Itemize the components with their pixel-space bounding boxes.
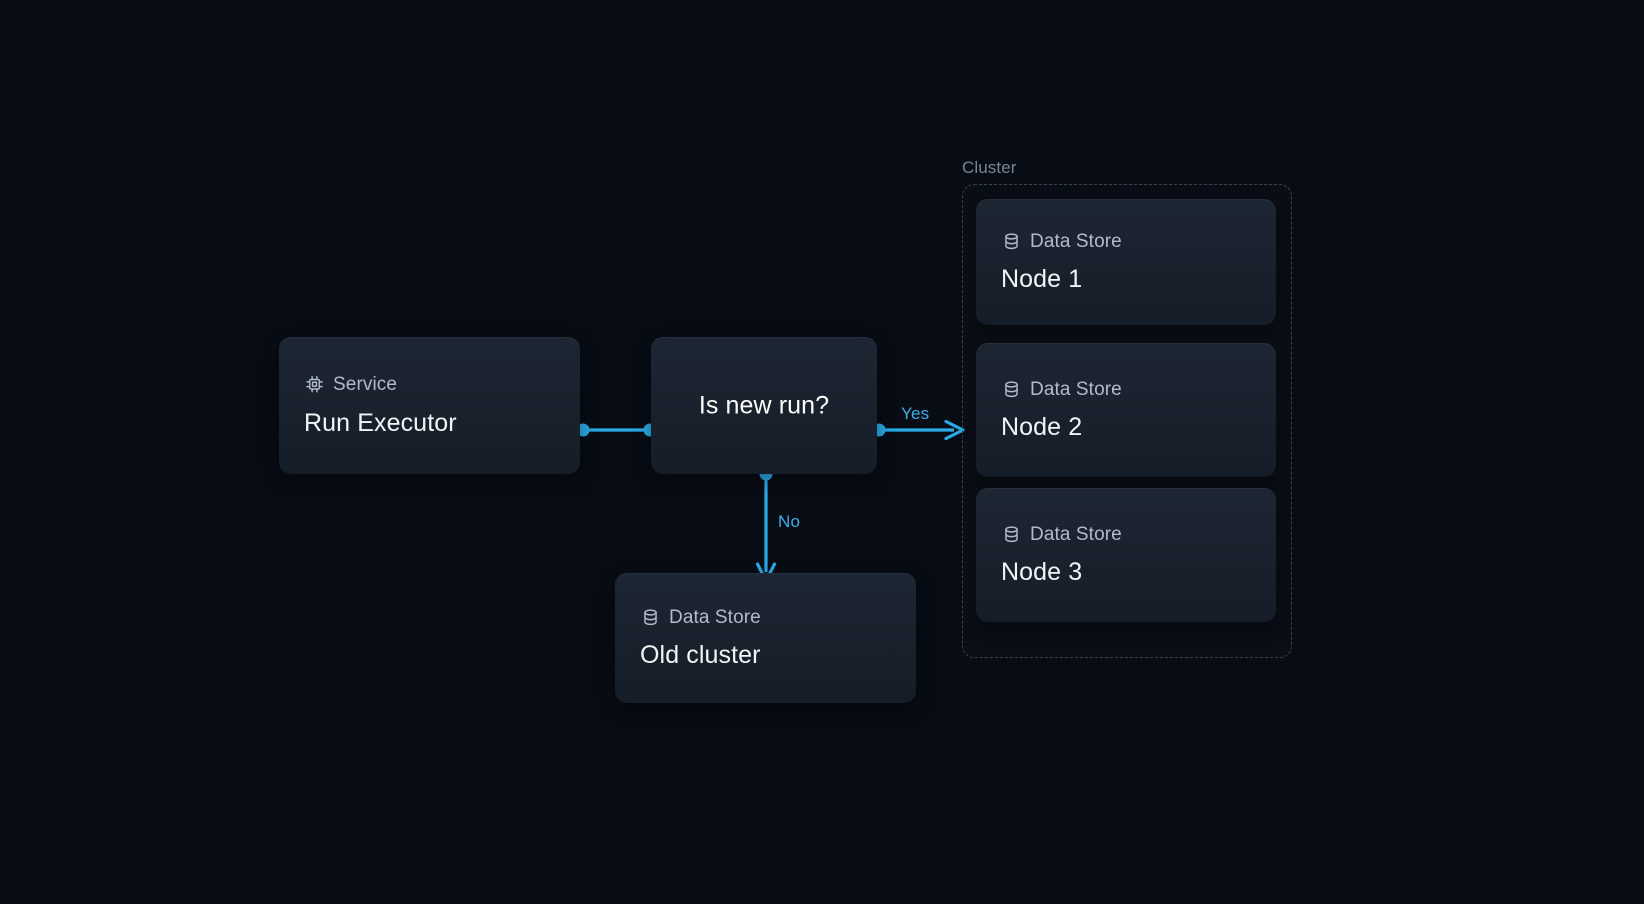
node-run-executor[interactable]: Service Run Executor <box>279 337 580 474</box>
node-type-label: Data Store <box>1030 378 1122 400</box>
node-content: Data Store Node 2 <box>1001 379 1258 442</box>
database-icon <box>640 607 660 627</box>
node-title: Is new run? <box>698 390 830 419</box>
cpu-chip-icon <box>304 374 324 394</box>
node-type-row: Data Store <box>640 607 898 627</box>
node-content: Data Store Node 1 <box>1001 231 1258 294</box>
node-title: Node 3 <box>1001 557 1083 586</box>
edge-decision-no-to-old-cluster <box>755 467 777 583</box>
node-title: Run Executor <box>304 408 457 437</box>
node-node-3[interactable]: Data Store Node 3 <box>976 488 1276 622</box>
node-node-1[interactable]: Data Store Node 1 <box>976 199 1276 325</box>
database-icon <box>1001 379 1021 399</box>
database-icon <box>1001 231 1021 251</box>
node-title: Old cluster <box>640 640 761 669</box>
node-node-2[interactable]: Data Store Node 2 <box>976 343 1276 477</box>
node-type-row: Data Store <box>1001 524 1258 544</box>
edge-label-yes: Yes <box>901 404 930 423</box>
edge-executor-to-decision <box>576 423 657 437</box>
node-type-label: Service <box>333 373 398 395</box>
node-type-row: Data Store <box>1001 231 1258 251</box>
node-content: Service Run Executor <box>304 374 562 437</box>
node-type-row: Data Store <box>1001 379 1258 399</box>
database-icon <box>1001 524 1021 544</box>
node-old-cluster[interactable]: Data Store Old cluster <box>615 573 916 703</box>
node-type-label: Data Store <box>669 606 761 628</box>
node-content: Is new run? <box>651 390 877 420</box>
edge-label-no: No <box>778 512 801 531</box>
node-type-label: Data Store <box>1030 523 1122 545</box>
node-content: Data Store Node 3 <box>1001 524 1258 587</box>
node-is-new-run[interactable]: Is new run? <box>651 337 877 474</box>
edge-decision-yes-to-node2 <box>872 419 965 441</box>
node-content: Data Store Old cluster <box>640 607 898 670</box>
node-type-row: Service <box>304 374 562 394</box>
cluster-group-label: Cluster <box>962 158 1017 177</box>
node-type-label: Data Store <box>1030 230 1122 252</box>
node-title: Node 1 <box>1001 264 1083 293</box>
node-title: Node 2 <box>1001 412 1083 441</box>
